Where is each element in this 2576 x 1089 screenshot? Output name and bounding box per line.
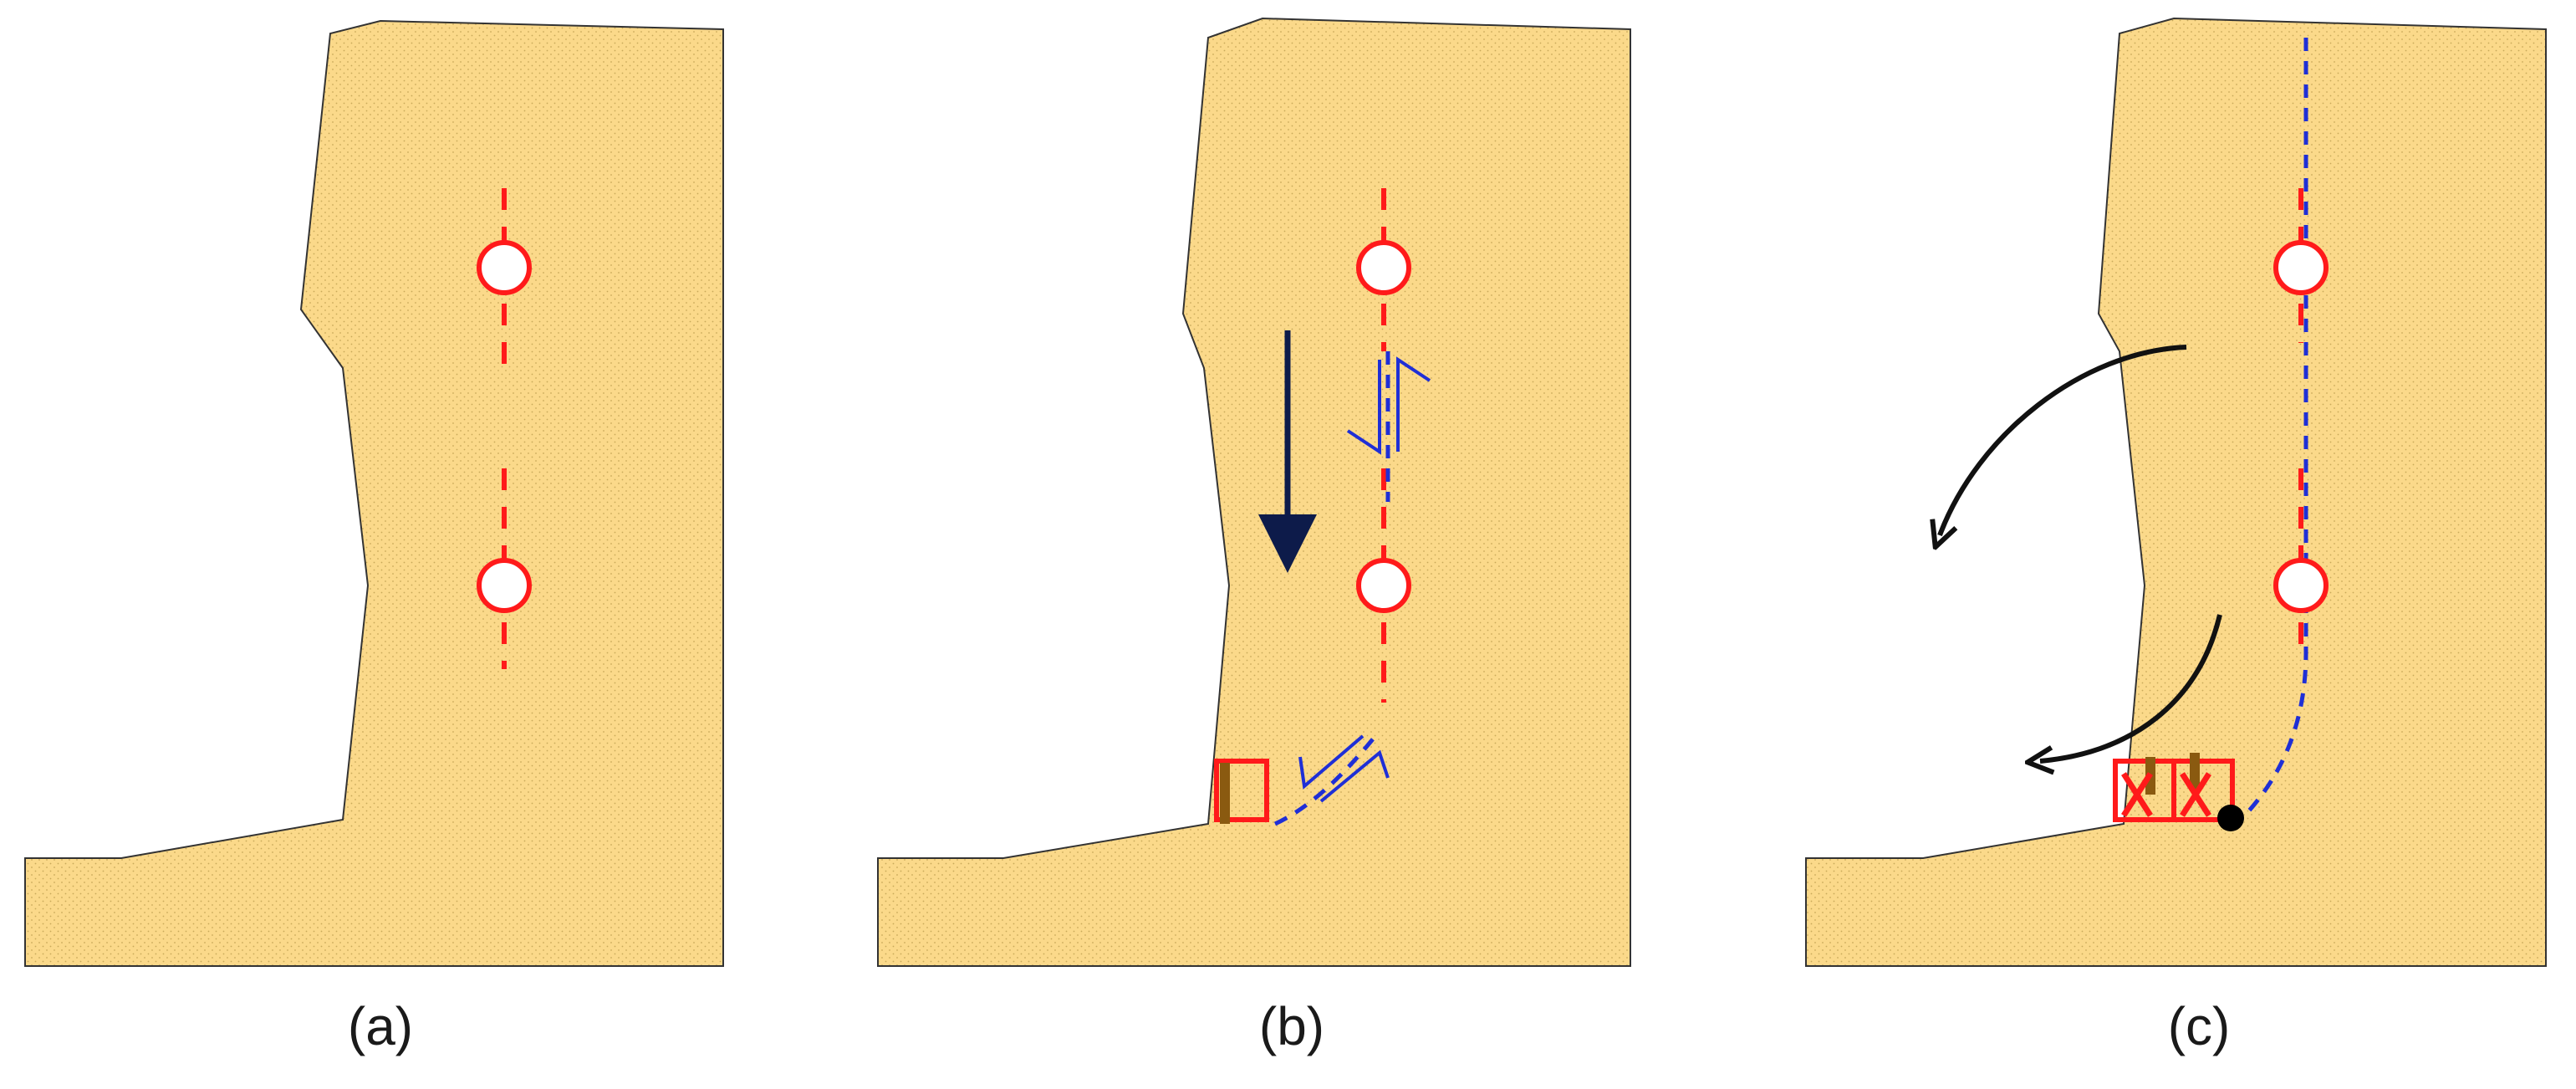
x-mark-icon	[2180, 772, 2211, 817]
panel-a	[24, 19, 724, 967]
panel-label-c: (c)	[2167, 996, 2231, 1056]
anchor-hole-upper-c	[2273, 240, 2329, 295]
rock-mass-b	[877, 17, 1631, 967]
shear-plane-c	[2239, 38, 2308, 821]
support-block-b	[1214, 759, 1269, 822]
rotation-arrow-icon	[1940, 345, 2187, 535]
rock-mass-c	[1805, 17, 2547, 967]
shear-sense-icon	[1346, 356, 1431, 455]
anchor-hole-upper-a	[477, 240, 532, 295]
panel-c	[1805, 17, 2547, 967]
shear-plane-lower-b	[1273, 734, 1377, 826]
hinge-point-icon	[2217, 805, 2244, 831]
panel-label-b: (b)	[1258, 996, 1325, 1056]
x-mark-icon	[2121, 772, 2153, 817]
anchor-hole-lower-c	[2273, 558, 2329, 613]
rotation-arrow-icon	[2040, 614, 2222, 761]
anchor-hole-lower-b	[1356, 558, 1411, 613]
anchor-hole-upper-b	[1356, 240, 1411, 295]
panel-b	[877, 17, 1631, 967]
panel-label-a: (a)	[347, 996, 414, 1056]
shear-sense-icon	[1298, 734, 1390, 803]
rock-mass-a	[24, 19, 724, 967]
anchor-hole-lower-a	[477, 558, 532, 613]
